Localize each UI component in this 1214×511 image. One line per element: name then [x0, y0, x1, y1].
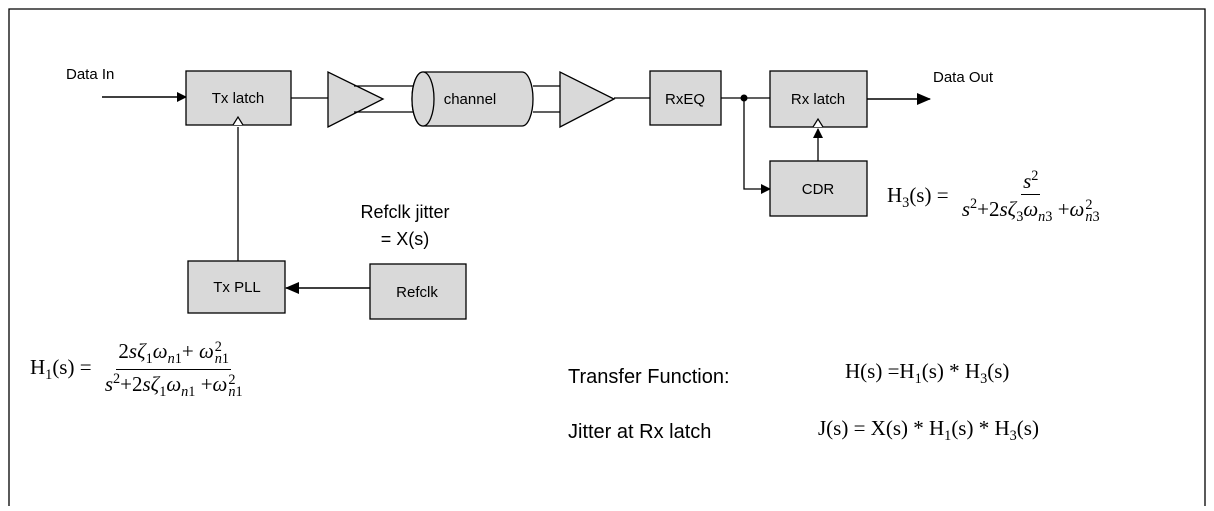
tx-pll-block: [187, 260, 286, 314]
tx-pll-label: Tx PLL: [213, 279, 261, 296]
rx-amp-triangle: [559, 70, 616, 129]
tx-latch-block: [185, 70, 292, 126]
frame-border: [8, 8, 1206, 506]
cdr-block: [769, 160, 868, 217]
rx-latch-clock-marker: [812, 117, 824, 128]
rxeq-label: RxEQ: [665, 91, 705, 108]
channel-label: channel: [444, 91, 497, 108]
tx-latch-label: Tx latch: [212, 90, 265, 107]
h3-lhs: H3(s) =: [887, 182, 949, 211]
h1-lhs: H1(s) =: [30, 355, 92, 384]
jitter-equation: J(s) = X(s) * H1(s) * H3(s): [818, 416, 1039, 445]
h3-numerator: s2: [1021, 168, 1041, 196]
tx-driver-triangle: [327, 70, 385, 129]
jitter-at-rx-latch-label: Jitter at Rx latch: [568, 421, 712, 443]
cdr-label: CDR: [802, 181, 835, 198]
refclk-jitter-label-line2: = X(s): [381, 229, 430, 249]
rx-latch-label: Rx latch: [791, 91, 845, 108]
transfer-function-equation: H(s) =H1(s) * H3(s): [845, 359, 1010, 388]
refclk-jitter-label-line1: Refclk jitter: [360, 202, 449, 222]
channel-cylinder-end: [411, 71, 435, 127]
tx-latch-clock-marker: [232, 115, 244, 126]
refclk-label: Refclk: [396, 284, 438, 301]
refclk-block: [369, 263, 467, 320]
data-in-label: Data In: [66, 66, 114, 83]
data-out-label: Data Out: [933, 69, 994, 86]
wire-junction-cdr: [743, 98, 771, 194]
transfer-function-label: Transfer Function:: [568, 366, 730, 388]
